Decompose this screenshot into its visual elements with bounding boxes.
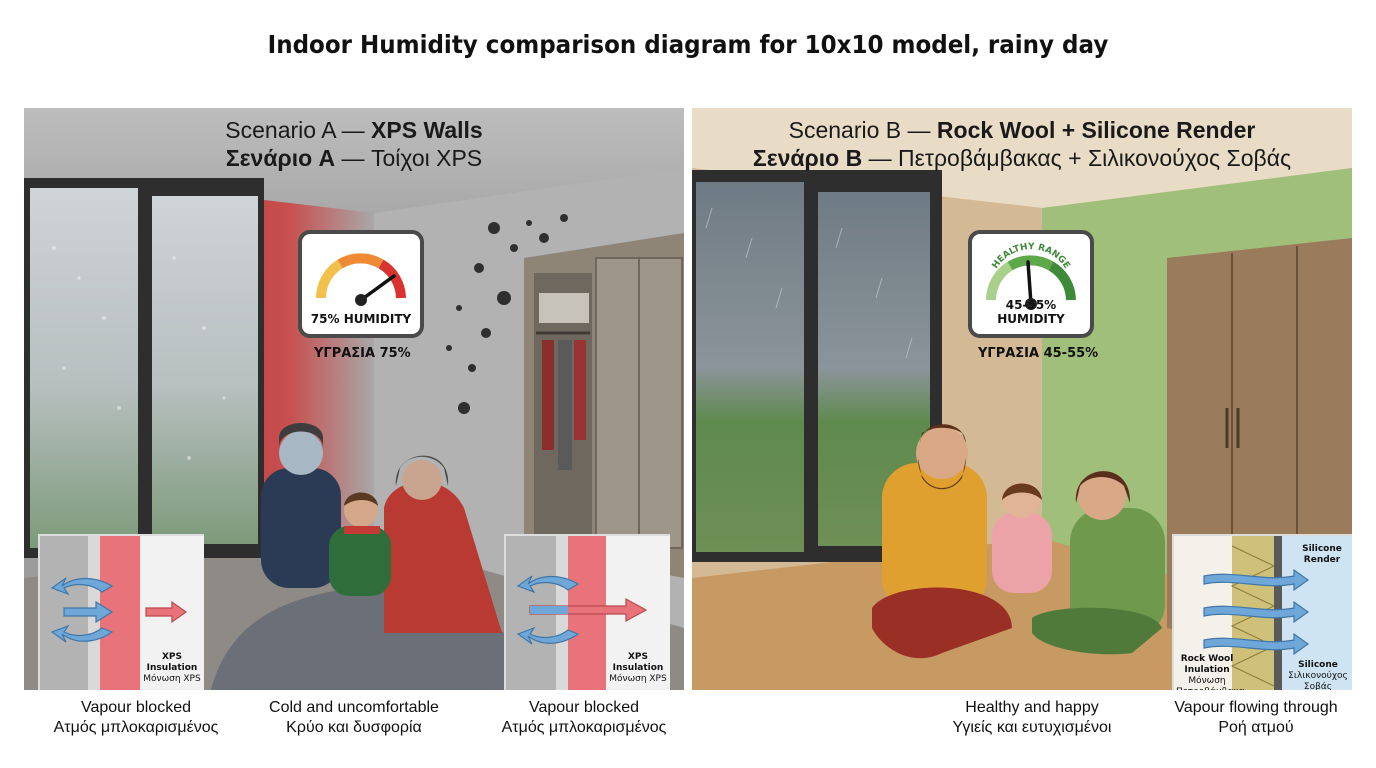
humidity-gauge-a: 75% HUMIDITY — [298, 230, 424, 338]
gauge-needle — [1026, 260, 1033, 306]
vapour-blocked-arrows — [50, 577, 114, 643]
greek-humidity-b: ΥΓΡΑΣΙΑ 45-55% — [978, 346, 1099, 361]
scenario-a-panel: Scenario A — XPS Walls Σενάριο A — Τοίχο… — [24, 108, 684, 690]
scenario-b-title: Scenario B — Rock Wool + Silicone Render… — [752, 117, 1292, 171]
vapour-flow-inset: Silicone Render Rock Wool Inulation Μόνω… — [1172, 534, 1352, 690]
vapour-blocked-inset-right: XPS Insulation Μόνωση XPS — [504, 534, 670, 690]
gauge-needle — [359, 274, 396, 302]
rock-wool-label: Rock Wool Inulation Μόνωση Πετροβάμβακα — [1176, 654, 1245, 690]
xps-inset-label: XPS Insulation Μόνωση XPS — [143, 652, 201, 684]
vapour-flow-arrows — [1203, 568, 1310, 656]
humidity-gauge-b: HEALTHY RANGE 45-55% HUMIDITY — [968, 230, 1094, 338]
silicone-render-label: Silicone Render — [1302, 544, 1342, 565]
scenario-a-title: Scenario A — XPS Walls Σενάριο A — Τοίχο… — [225, 117, 483, 171]
gauge-a-label: 75% HUMIDITY — [310, 312, 412, 326]
scenario-b-panel: Scenario B — Rock Wool + Silicone Render… — [692, 108, 1352, 690]
gauge-b-label: 45-55% HUMIDITY — [997, 298, 1065, 326]
mold-stain — [446, 214, 568, 414]
xps-inset-label: XPS Insulation Μόνωση XPS — [609, 652, 667, 684]
silicone-label: Silicone Σιλικονούχος Σοβάς — [1288, 660, 1348, 690]
greek-humidity-a: ΥΓΡΑΣΙΑ 75% — [314, 346, 411, 361]
vapour-blocked-inset-left: XPS Insulation Μόνωση XPS — [38, 534, 204, 690]
diagram-title: Indoor Humidity comparison diagram for 1… — [267, 30, 1109, 59]
